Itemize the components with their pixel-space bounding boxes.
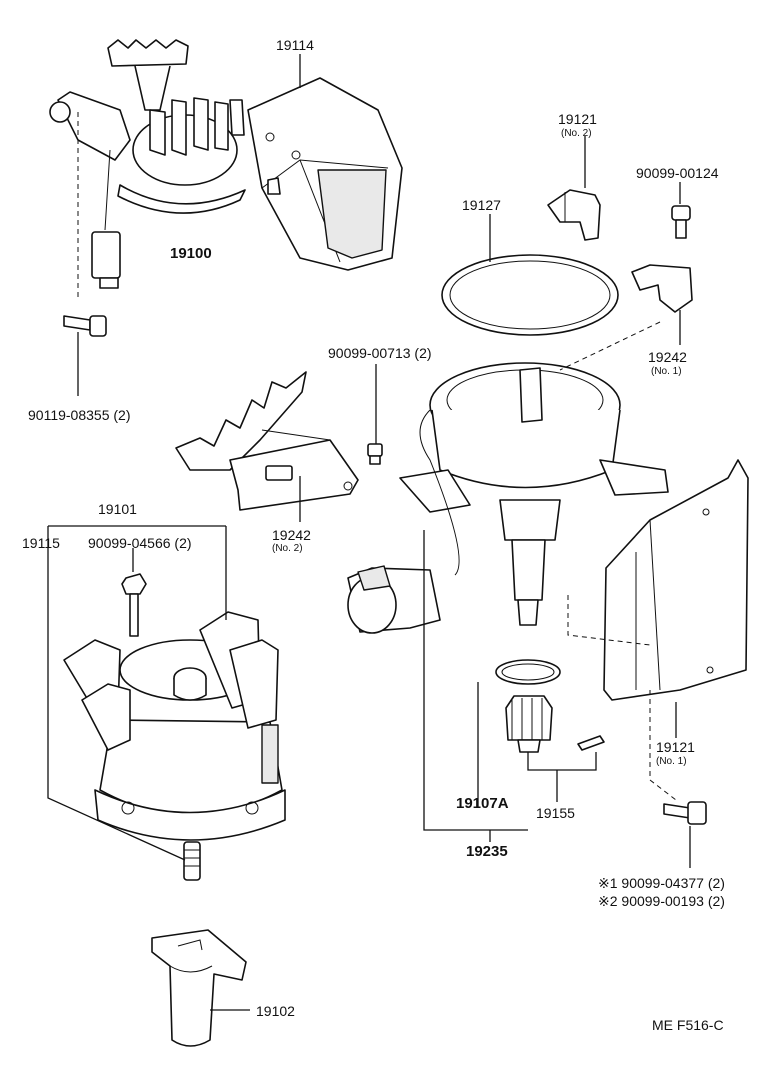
distributor-assembly-drawing (49, 39, 246, 289)
bolt-90119-08355-drawing (63, 315, 107, 337)
label-90099-00193: ※2 90099-00193 (2) (598, 893, 725, 909)
label-90099-04377: ※1 90099-04377 (2) (598, 875, 725, 891)
leader-lines (47, 54, 691, 1011)
screw-90099-00713-drawing (367, 443, 383, 465)
label-19102: 19102 (256, 1003, 295, 1019)
clip-19121-no2-drawing (547, 189, 601, 241)
o-ring-drawing (495, 659, 561, 685)
label-90099-00713: 90099-00713 (2) (328, 345, 432, 361)
distributor-housing-drawing (347, 362, 669, 634)
clip-19242-no1-drawing (631, 264, 693, 313)
bracket-19242-no2-drawing (175, 371, 359, 511)
bolt-90099-04377-drawing (663, 801, 707, 825)
spring-drawing (183, 841, 201, 881)
pin-19155-drawing (577, 735, 605, 751)
label-90099-04566: 90099-04566 (2) (88, 535, 192, 551)
label-19242-no1-sub: (No. 1) (651, 366, 682, 377)
label-19121-no1: 19121 (656, 739, 695, 755)
shield-19121-no1-drawing (603, 459, 749, 701)
label-19114: 19114 (276, 37, 314, 53)
label-19242-no1: 19242 (648, 349, 687, 365)
label-19107a: 19107A (456, 795, 509, 812)
label-19127: 19127 (462, 197, 501, 213)
label-19115: 19115 (22, 535, 60, 551)
label-19242-no2: 19242 (272, 527, 311, 543)
label-90119-08355: 90119-08355 (2) (28, 407, 130, 423)
label-19100: 19100 (170, 245, 212, 262)
footer-code: ME F516-C (652, 1017, 724, 1033)
label-19101: 19101 (98, 501, 137, 517)
label-19121-no1-sub: (No. 1) (656, 756, 687, 767)
gear-19107a-drawing (505, 695, 553, 753)
distributor-cap-19101-drawing (63, 611, 286, 841)
label-19121-no2: 19121 (558, 111, 597, 127)
distributor-cover-19114-drawing (247, 77, 403, 271)
rotor-19102-drawing (151, 929, 247, 1047)
screw-90099-00124-drawing (671, 205, 691, 239)
part-labels: 19114 19100 19121 (No. 2) 90099-00124 19… (22, 37, 725, 1033)
label-90099-00124: 90099-00124 (636, 165, 719, 181)
label-19121-no2-sub: (No. 2) (561, 128, 592, 139)
o-ring-19127-drawing (441, 254, 619, 336)
screw-90099-04566-drawing (121, 573, 147, 637)
label-19155: 19155 (536, 805, 575, 821)
label-19242-no2-sub: (No. 2) (272, 543, 303, 554)
label-19235: 19235 (466, 843, 508, 860)
